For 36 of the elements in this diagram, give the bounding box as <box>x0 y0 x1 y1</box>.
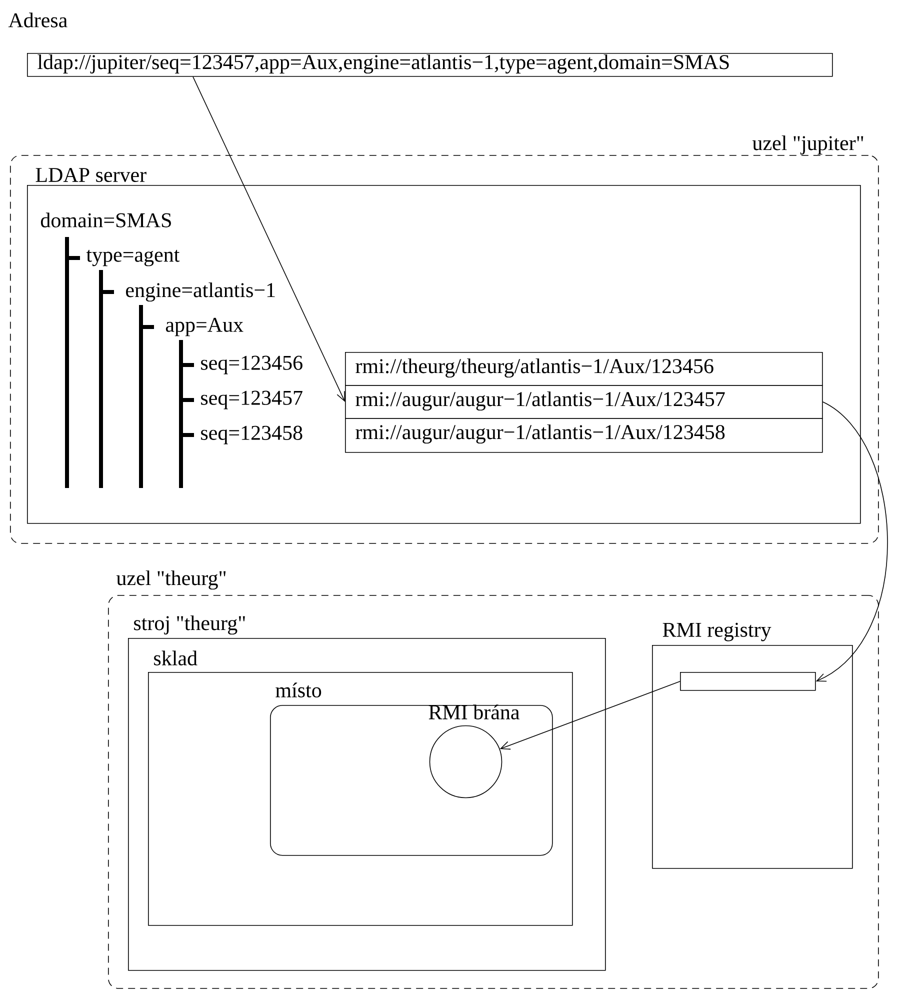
tree-entry: type=agent <box>86 250 180 266</box>
dashed-region <box>108 570 879 989</box>
box <box>148 650 573 926</box>
box <box>345 418 823 453</box>
rounded-box <box>270 682 553 856</box>
node-label: místo <box>276 682 322 698</box>
arrow <box>816 402 888 682</box>
address-text: rmi://augur/augur−1/atlantis−1/Aux/123458 <box>356 424 725 444</box>
node-label: stroj "theurg" <box>134 615 245 635</box>
arrow <box>192 76 345 402</box>
box <box>345 385 823 419</box>
box <box>345 352 823 386</box>
tree-entry: domain=SMAS <box>40 212 171 228</box>
node-label: Adresa <box>8 12 68 28</box>
node-label: uzel "jupiter" <box>752 135 864 155</box>
address-text: ldap://jupiter/seq=123457,app=Aux,engine=atlantis−1,type=agent,domain=SMAS <box>38 54 729 74</box>
tree-entry: seq=123457 <box>201 390 302 410</box>
box <box>27 168 861 524</box>
tree-entry: seq=123456 <box>201 356 302 374</box>
node-label: RMI registry <box>662 622 772 642</box>
node-label: RMI brána <box>428 704 520 720</box>
arrow <box>500 681 680 750</box>
node-label: sklad <box>154 650 198 666</box>
box <box>652 622 853 869</box>
gateway-circle <box>428 704 520 798</box>
box <box>8 12 833 77</box>
dashed-region <box>10 135 879 544</box>
node-label: uzel "theurg" <box>116 570 226 590</box>
tree-entry: seq=123458 <box>201 426 302 444</box>
box <box>680 672 816 691</box>
box <box>128 615 606 971</box>
address-text: rmi://theurg/theurg/atlantis−1/Aux/123456 <box>356 358 714 378</box>
tree-entry: app=Aux <box>166 318 244 336</box>
node-label: LDAP server <box>36 168 146 182</box>
tree-entry: engine=atlantis−1 <box>126 282 275 302</box>
address-text: rmi://augur/augur−1/atlantis−1/Aux/123457 <box>356 391 725 411</box>
